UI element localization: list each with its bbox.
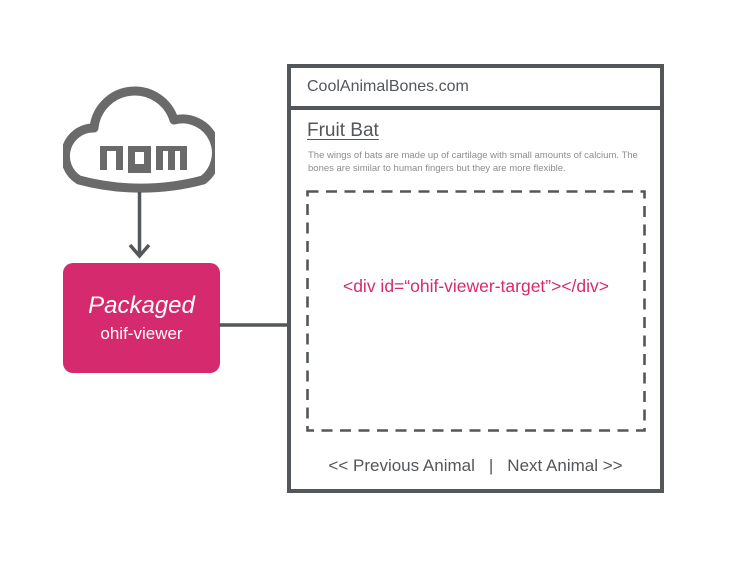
previous-animal-link[interactable]: << Previous Animal [328, 456, 475, 475]
arrow-down-icon [123, 191, 156, 263]
page-navigation: << Previous Animal | Next Animal >> [291, 456, 660, 476]
cloud-icon [60, 86, 221, 193]
browser-title-bar: CoolAnimalBones.com [291, 68, 660, 110]
package-title: Packaged [88, 292, 195, 320]
npm-letters [100, 146, 187, 173]
nav-separator: | [488, 456, 494, 475]
embed-code-text: <div id=“ohif-viewer-target”></div> [342, 276, 610, 296]
next-animal-link[interactable]: Next Animal >> [507, 456, 623, 475]
npm-cloud-logo [60, 60, 221, 196]
site-url: CoolAnimalBones.com [307, 78, 469, 95]
dashed-border [306, 190, 646, 432]
package-subtitle: ohif-viewer [100, 323, 183, 343]
packaged-viewer-box: Packaged ohif-viewer [63, 263, 220, 373]
page-description: The wings of bats are made up of cartila… [308, 150, 638, 174]
viewer-target-placeholder: <div id=“ohif-viewer-target”></div> [306, 190, 646, 432]
page-title: Fruit Bat [307, 120, 379, 141]
browser-window: CoolAnimalBones.com Fruit Bat The wings … [287, 64, 664, 493]
